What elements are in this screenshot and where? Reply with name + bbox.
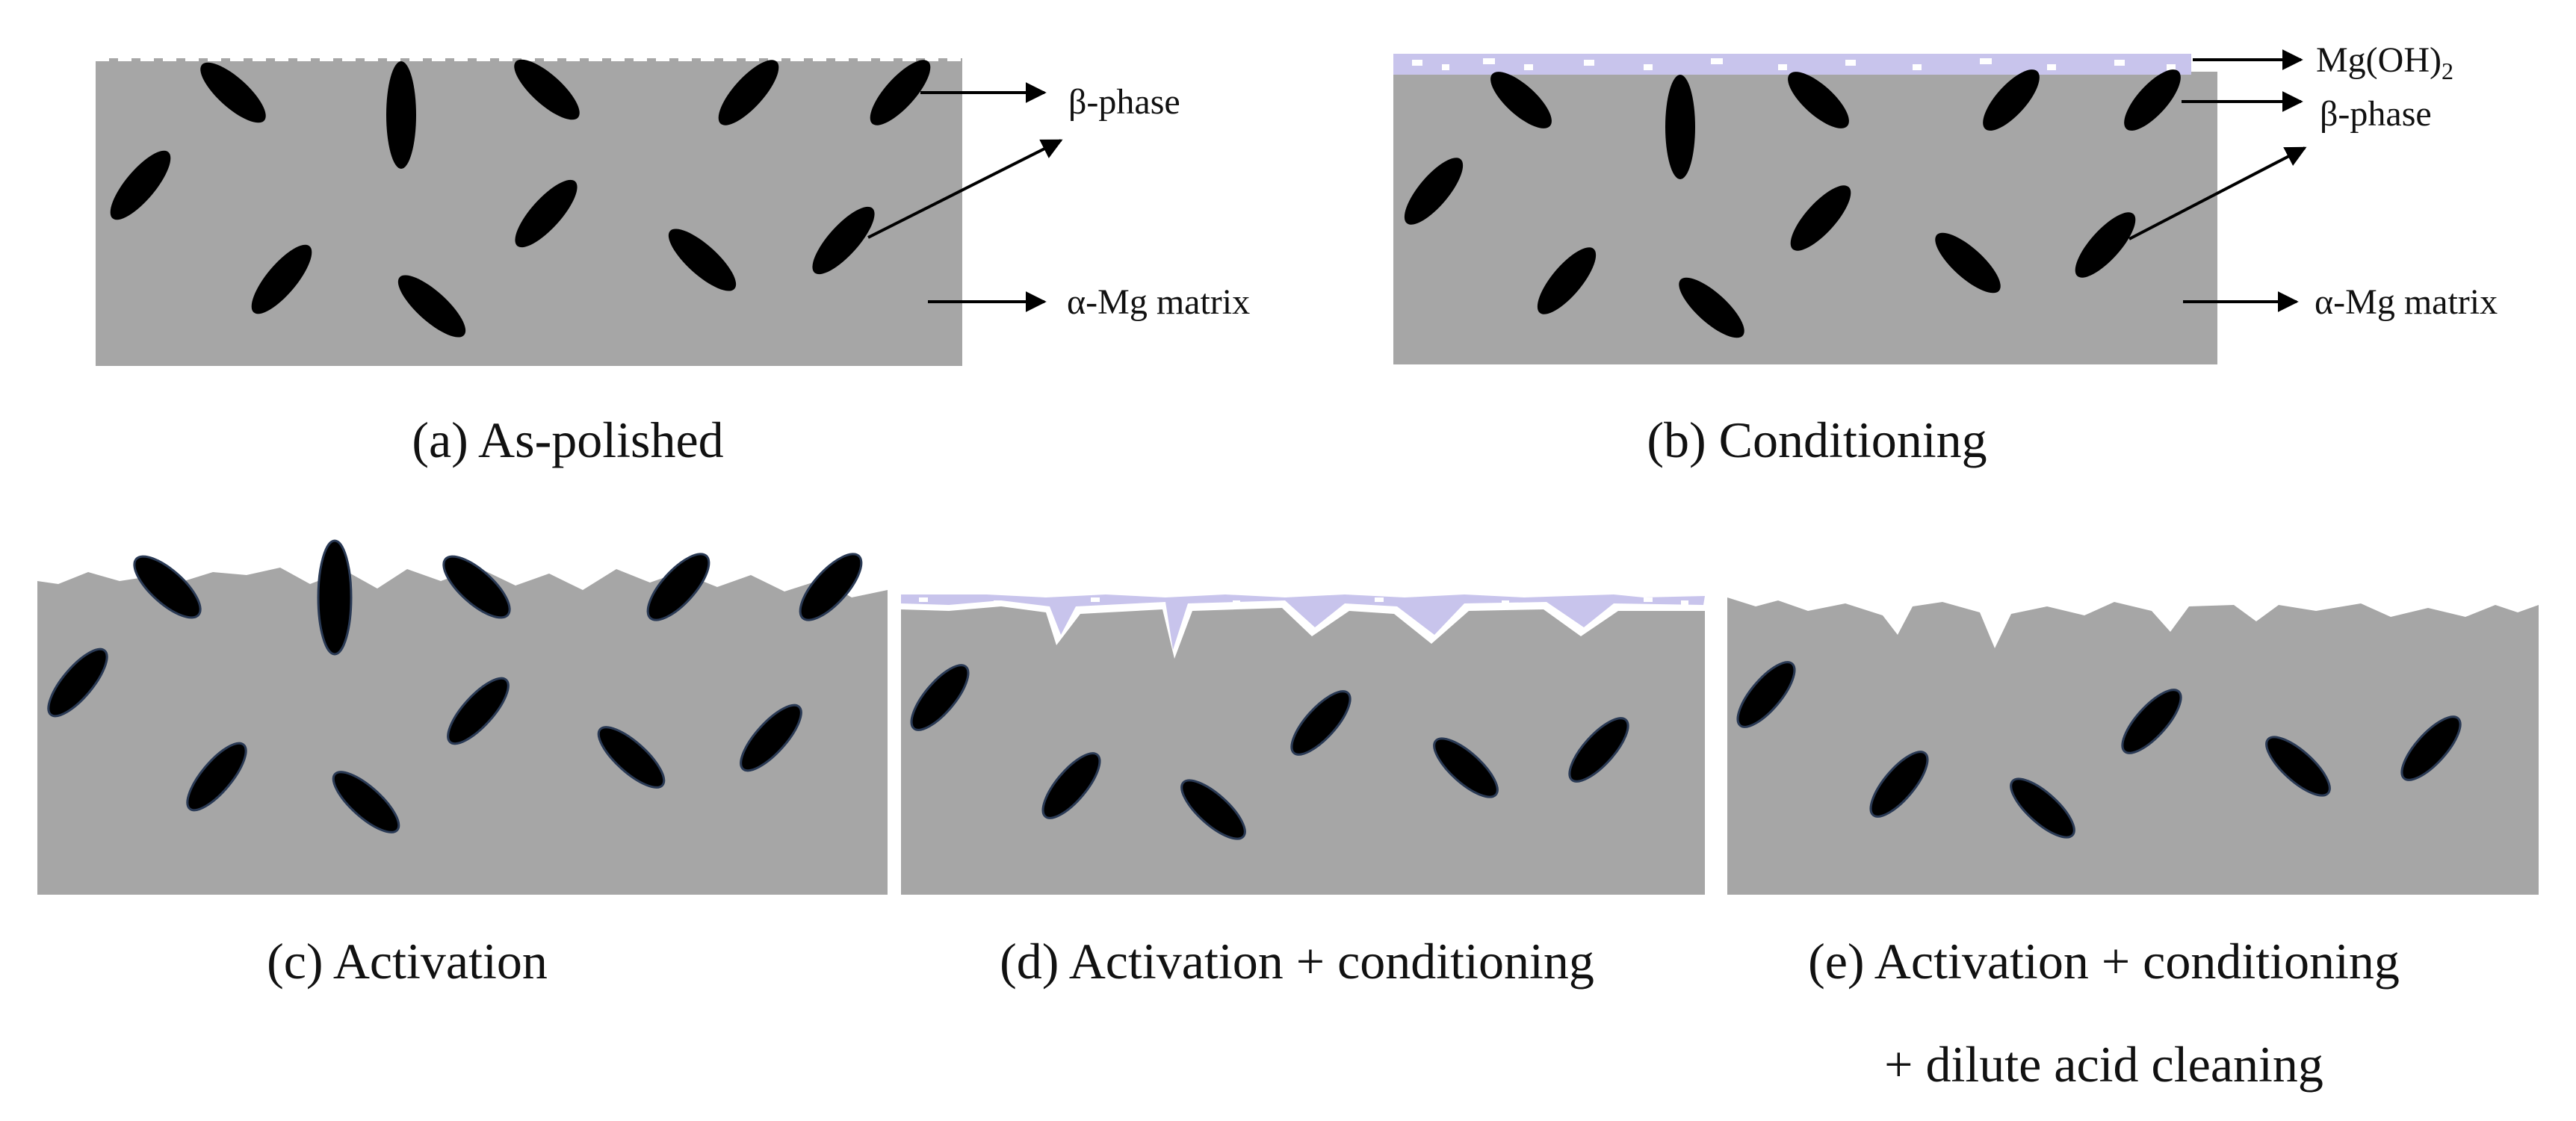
beta-particle	[2010, 777, 2075, 839]
beta-particle	[1537, 247, 1597, 314]
beta-particle	[910, 664, 970, 731]
beta-particle	[1290, 690, 1352, 756]
panel-a-beta-particles	[110, 59, 931, 338]
panel-c-beta-particles	[47, 539, 863, 833]
panel-b-hydroxide-layer	[1393, 54, 2191, 75]
panel-c-activation: (c) Activation	[37, 539, 888, 990]
beta-particle	[1665, 75, 1695, 179]
beta-particle	[1490, 72, 1552, 128]
panel-a-arrow-beta-2	[867, 139, 1063, 239]
beta-particle	[133, 555, 202, 619]
beta-particle	[597, 726, 666, 789]
beta-particle	[1983, 69, 2040, 131]
beta-particle	[251, 244, 312, 314]
beta-particle	[1679, 277, 1744, 338]
beta-particle	[515, 179, 578, 248]
panel-b-beta-particles	[1404, 69, 2181, 338]
beta-particle	[799, 553, 863, 621]
beta-particle	[1568, 717, 1629, 783]
beta-particle	[442, 555, 511, 619]
beta-particle	[812, 206, 875, 275]
beta-particle	[2265, 736, 2331, 797]
panel-e-caption-line2: + dilute acid cleaning	[1884, 1036, 2323, 1093]
beta-particle	[514, 59, 580, 120]
hydroxide-subscript: 2	[2442, 58, 2453, 84]
panel-d-beta-particles	[910, 664, 1629, 840]
panel-d-caption: (d) Activation + conditioning	[1000, 933, 1594, 990]
panel-c-caption: (c) Activation	[267, 933, 548, 990]
beta-particle	[397, 275, 466, 338]
panel-b-arrow-beta-2	[2128, 146, 2307, 240]
beta-particle	[1404, 158, 1464, 225]
panel-b-label-matrix: α-Mg matrix	[2315, 282, 2498, 322]
beta-particle	[186, 742, 247, 812]
panel-d-hydroxide-layer	[901, 594, 1705, 650]
beta-particle	[2121, 689, 2182, 754]
beta-particle	[110, 150, 171, 220]
beta-particle	[332, 771, 400, 833]
beta-particle	[2400, 715, 2462, 781]
beta-particle	[2124, 69, 2181, 131]
panel-a-caption: (a) As-polished	[412, 412, 723, 468]
panel-b-conditioning: Mg(OH)2 β-phase α-Mg matrix (b) Conditio…	[1393, 40, 2498, 468]
beta-particle	[718, 60, 779, 125]
panel-e-caption: (e) Activation + conditioning	[1808, 933, 2400, 990]
beta-particle	[447, 677, 510, 745]
beta-particle	[740, 704, 802, 772]
beta-particle	[200, 62, 266, 123]
panel-b-caption: (b) Conditioning	[1647, 412, 1987, 468]
beta-particle	[2075, 212, 2136, 278]
panel-b-label-hydroxide: Mg(OH)2	[2316, 40, 2453, 84]
panel-a-label-beta: β-phase	[1068, 82, 1180, 122]
beta-particle	[646, 553, 710, 621]
beta-particle	[1935, 232, 2001, 294]
beta-particle	[1433, 737, 1499, 798]
beta-particle	[1788, 72, 1849, 128]
panel-a-as-polished: β-phase α-Mg matrix (a) As-polished	[96, 58, 1250, 468]
panel-d-activation-conditioning: (d) Activation + conditioning	[901, 594, 1705, 990]
panel-e-acid-cleaning: (e) Activation + conditioning + dilute a…	[1727, 597, 2539, 1093]
panel-a-label-matrix: α-Mg matrix	[1067, 282, 1250, 322]
beta-particle	[1736, 661, 1796, 728]
panel-d-speckle	[919, 597, 1688, 605]
beta-particle	[870, 60, 931, 125]
beta-particle	[1790, 185, 1851, 251]
beta-particle	[386, 61, 416, 169]
beta-particle	[47, 648, 108, 718]
beta-particle	[668, 229, 737, 291]
beta-particle	[1869, 751, 1929, 818]
hydroxide-formula: Mg(OH)	[2316, 40, 2442, 80]
panel-e-beta-particles	[1736, 661, 2462, 839]
panel-b-hydroxide-speckle	[1412, 58, 2176, 70]
beta-particle	[1041, 752, 1101, 819]
beta-particle	[317, 539, 353, 656]
beta-particle	[1180, 779, 1246, 840]
panel-b-label-beta: β-phase	[2320, 94, 2432, 134]
